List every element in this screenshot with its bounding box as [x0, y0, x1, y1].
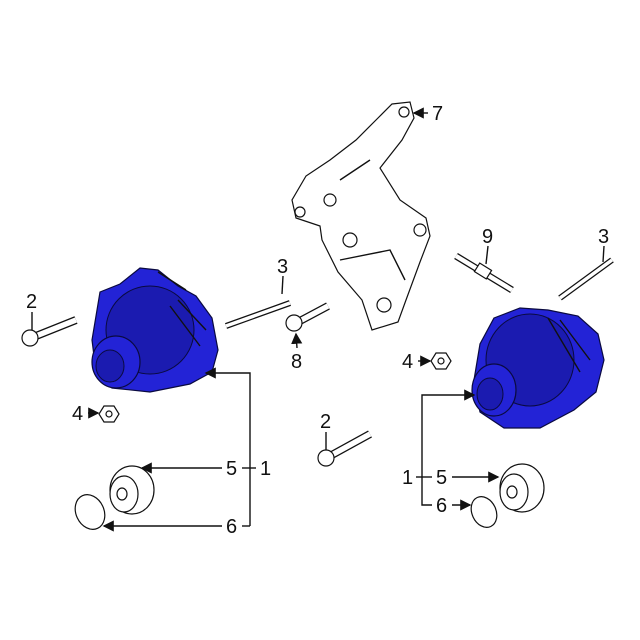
- left-pulley[interactable]: [109, 465, 155, 515]
- stud-middle[interactable]: [224, 300, 292, 329]
- leader-lines: [31, 107, 605, 532]
- callout-6-right: 6: [436, 495, 447, 517]
- stud-right[interactable]: [558, 257, 614, 301]
- bolt-left-2[interactable]: [21, 316, 78, 347]
- callout-5-left: 5: [226, 458, 237, 480]
- callout-3-middle: 3: [277, 256, 288, 278]
- mounting-bracket[interactable]: [291, 101, 431, 331]
- callout-9: 9: [482, 226, 493, 248]
- nut-right-4[interactable]: [430, 352, 452, 370]
- callout-5-right: 5: [436, 467, 447, 489]
- callouts: 7 9 3 3 2 8 4 4 2 5 1 6 1 5 6: [26, 103, 609, 538]
- callout-3-right: 3: [598, 226, 609, 248]
- right-pulley[interactable]: [499, 463, 545, 513]
- nut-left-4[interactable]: [98, 405, 120, 423]
- callout-1-left: 1: [260, 458, 271, 480]
- bolt-center-8[interactable]: [285, 302, 330, 332]
- callout-1-right: 1: [402, 467, 413, 489]
- bolt-middle-2[interactable]: [317, 430, 372, 467]
- right-ring[interactable]: [466, 492, 501, 531]
- left-alternator[interactable]: [91, 267, 219, 393]
- stud-bolt-9[interactable]: [454, 253, 514, 293]
- callout-7: 7: [432, 103, 443, 125]
- callout-2-middle: 2: [320, 411, 331, 433]
- callout-8: 8: [291, 351, 302, 373]
- callout-2-left: 2: [26, 291, 37, 313]
- left-ring[interactable]: [70, 490, 111, 534]
- callout-4-right: 4: [402, 351, 413, 373]
- callout-4-left: 4: [72, 403, 83, 425]
- right-alternator[interactable]: [471, 307, 605, 429]
- callout-6-left: 6: [226, 516, 237, 538]
